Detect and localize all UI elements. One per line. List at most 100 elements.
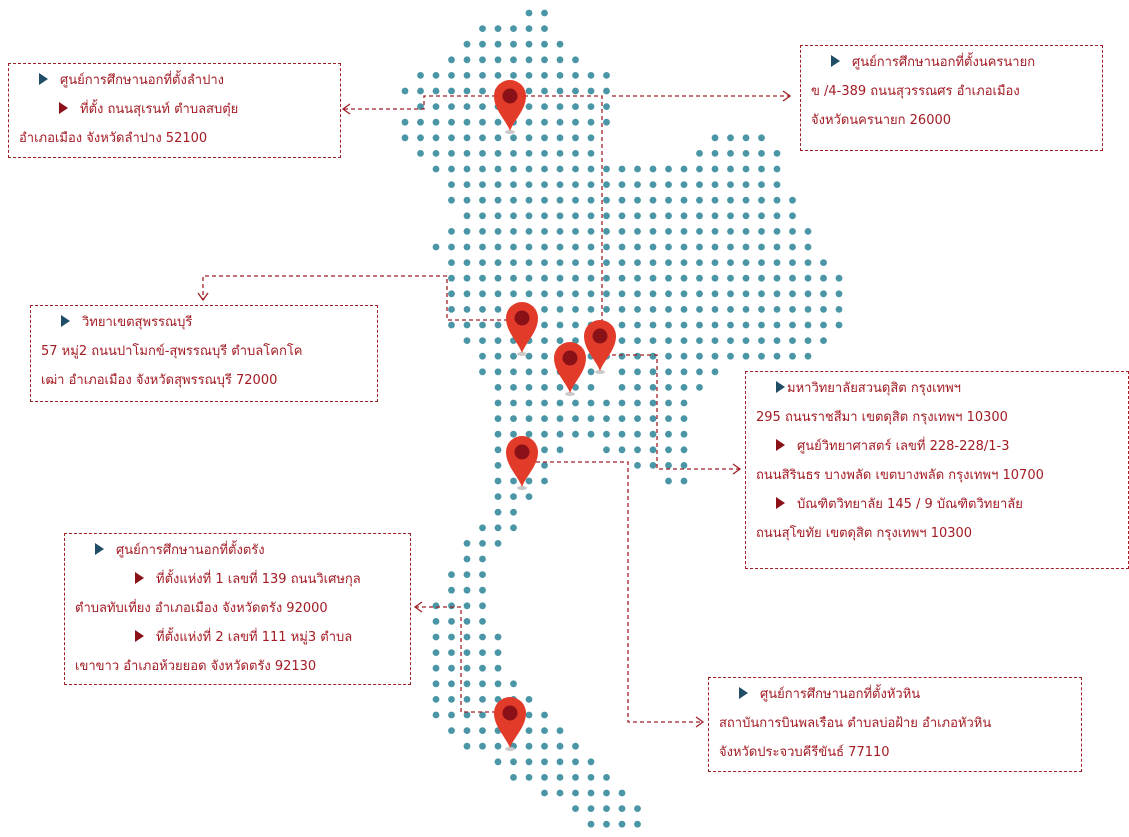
map-dot [510, 165, 517, 173]
map-dot [618, 196, 626, 204]
map-dot [525, 9, 533, 17]
map-dot [510, 352, 517, 360]
map-dot [510, 368, 517, 376]
map-dot [494, 72, 502, 79]
map-dot [463, 337, 471, 344]
map-dot [541, 181, 548, 189]
info-box-trang: ศูนย์การศึกษานอกที่ตั้งตรัง ที่ตั้งแห่งท… [64, 533, 411, 685]
map-dot [680, 352, 688, 360]
map-dot [479, 540, 486, 547]
map-dot [742, 150, 750, 157]
map-dot [696, 196, 703, 204]
connector-line [510, 95, 603, 340]
map-dot [525, 758, 533, 766]
map-dot [758, 196, 765, 204]
map-dot [773, 228, 781, 235]
map-dot [758, 150, 765, 157]
map-dot [479, 337, 486, 344]
map-dot [463, 711, 471, 719]
map-dot [556, 742, 564, 750]
map-dot [494, 368, 502, 376]
map-dot [525, 56, 533, 64]
map-dot [665, 274, 672, 282]
map-dot [634, 290, 641, 298]
map-pin-icon [494, 80, 526, 134]
map-dot [820, 337, 827, 344]
map-dot [479, 306, 486, 313]
map-dot [727, 274, 734, 282]
map-dot [541, 774, 548, 781]
map-dot [556, 306, 564, 313]
map-dot [727, 290, 734, 298]
map-dot [680, 430, 688, 438]
map-dot [727, 352, 734, 360]
map-dot [448, 649, 455, 656]
map-dot [618, 789, 626, 797]
map-dot [525, 25, 533, 32]
map-dot [634, 181, 641, 189]
map-dot [820, 290, 827, 298]
map-dot [510, 430, 517, 438]
map-dot [417, 150, 424, 157]
map-dot [510, 134, 517, 142]
map-dot [556, 446, 564, 454]
map-dot [711, 196, 719, 204]
map-dot [510, 493, 517, 500]
map-dot [556, 399, 564, 407]
map-dot [649, 399, 657, 407]
lampang-title: ศูนย์การศึกษานอกที่ตั้งลำปาง [60, 73, 224, 88]
map-dot [541, 259, 548, 266]
map-dot [773, 150, 781, 157]
map-dot [758, 134, 765, 142]
map-dot [479, 87, 486, 95]
map-dot [665, 368, 672, 376]
map-dot [618, 384, 626, 391]
map-dot [572, 742, 579, 750]
map-dot [572, 789, 579, 797]
map-dot [742, 212, 750, 220]
map-dot [789, 337, 796, 344]
map-dot [556, 243, 564, 251]
map-dot [572, 165, 579, 173]
map-dot [665, 243, 672, 251]
map-dot [494, 742, 502, 750]
trang-line-2: ตำบลทับเที่ยง อำเภอเมือง จังหวัดตรัง 920… [75, 601, 328, 616]
huahin-title: ศูนย์การศึกษานอกที่ตั้งหัวหิน [760, 687, 921, 702]
map-dot [789, 196, 796, 204]
map-dot [463, 87, 471, 95]
map-dot [680, 384, 688, 391]
map-pin-icon [584, 320, 616, 374]
map-dot [618, 274, 626, 282]
map-dot [649, 321, 657, 329]
map-dot [494, 384, 502, 391]
map-dot [448, 103, 455, 110]
map-dot [742, 352, 750, 360]
map-dot [432, 150, 440, 157]
map-dot [773, 165, 781, 173]
map-dot [572, 243, 579, 251]
map-dot [618, 212, 626, 220]
map-dot [448, 664, 455, 672]
map-dot [463, 118, 471, 126]
map-dot [587, 820, 595, 828]
map-dot [463, 664, 471, 672]
map-dot [711, 165, 719, 173]
info-box-bangkok: มหาวิทยาลัยสวนดุสิต กรุงเทพฯ 295 ถนนราชส… [745, 371, 1129, 569]
map-dot [773, 337, 781, 344]
map-dot [510, 399, 517, 407]
map-dot [789, 259, 796, 266]
map-dot [525, 711, 533, 719]
map-dot [773, 259, 781, 266]
map-dot [618, 415, 626, 422]
map-dot [572, 72, 579, 79]
map-dot [494, 181, 502, 189]
map-dot [587, 259, 595, 266]
map-dot [494, 243, 502, 251]
map-dot [789, 228, 796, 235]
connector-line [612, 354, 740, 470]
map-dot [510, 508, 517, 516]
map-dot [634, 384, 641, 391]
map-dot [572, 774, 579, 781]
map-dot [711, 181, 719, 189]
map-dot [649, 243, 657, 251]
